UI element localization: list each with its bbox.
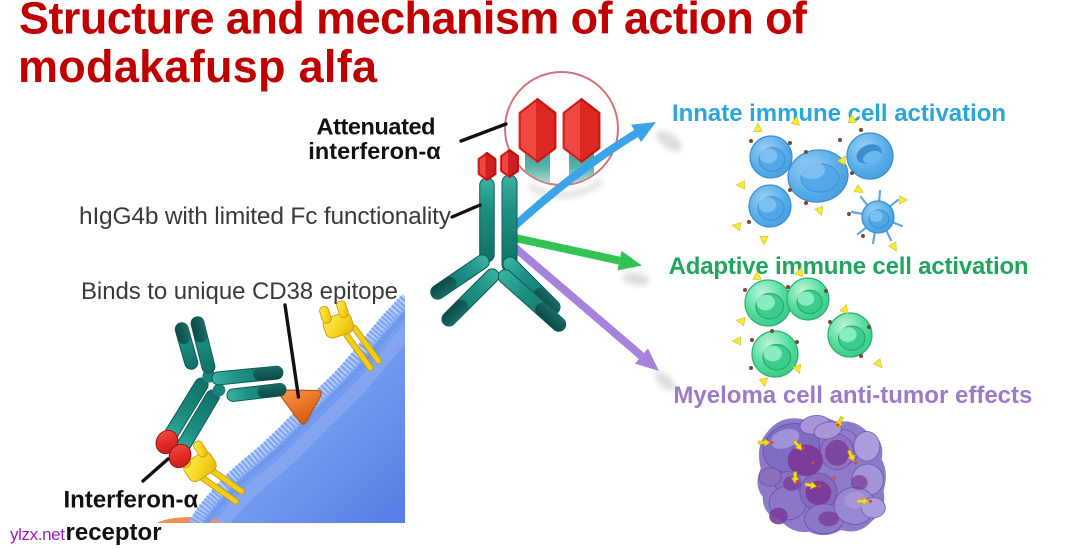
svg-text:modakafusp alfa: modakafusp alfa: [18, 41, 378, 92]
svg-text:hIgG4b with limited Fc functio: hIgG4b with limited Fc functionality: [79, 203, 452, 230]
svg-text:receptor: receptor: [66, 519, 162, 546]
svg-text:Interferon-α: Interferon-α: [64, 487, 199, 514]
svg-text:ylzx.net: ylzx.net: [10, 525, 65, 544]
svg-text:Binds to unique CD38 epitope: Binds to unique CD38 epitope: [81, 278, 398, 305]
svg-text:Innate immune cell activation: Innate immune cell activation: [672, 100, 1006, 127]
svg-text:interferon-α: interferon-α: [308, 138, 441, 164]
svg-text:Adaptive immune cell activatio: Adaptive immune cell activation: [669, 253, 1029, 280]
svg-text:Myeloma cell anti-tumor effect: Myeloma cell anti-tumor effects: [673, 382, 1032, 409]
svg-text:Structure and mechanism of act: Structure and mechanism of action of: [19, 0, 808, 44]
svg-text:Attenuated: Attenuated: [317, 114, 436, 140]
